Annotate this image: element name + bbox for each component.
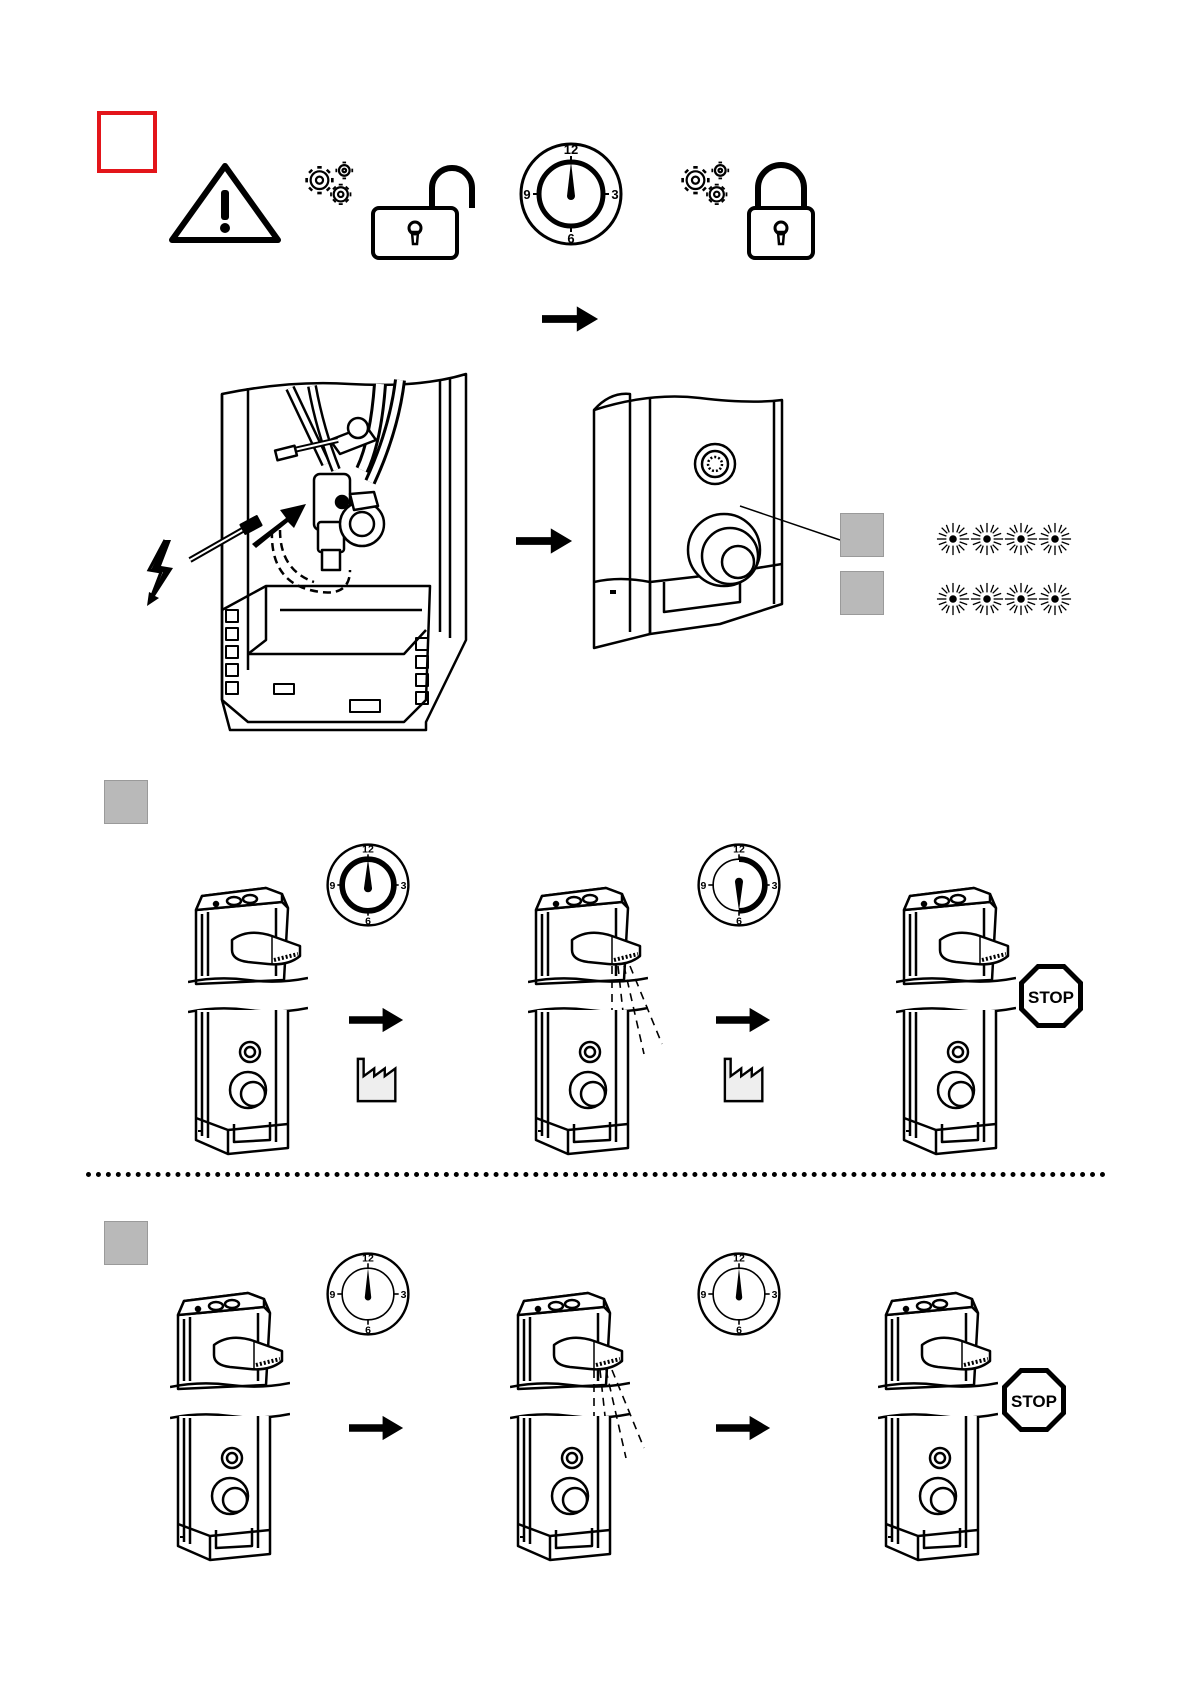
dial-label-12: 12 [733,844,745,856]
factory-icon [355,1056,403,1104]
shower-control-illustration [170,1412,290,1562]
dial-label-12: 12 [362,844,374,856]
flashing-led-icon [1004,522,1038,556]
flashing-led-icon [936,582,970,616]
stop-label: STOP [1011,1392,1057,1411]
dial-label-6: 6 [567,231,574,246]
flashing-led-icon [970,582,1004,616]
arrow-right-icon [716,1006,772,1034]
arrow-right-icon [516,526,574,556]
warning-icon [168,162,283,244]
flashing-led-icon [970,522,1004,556]
shower-head-illustration [896,880,1016,990]
dial-label-6: 6 [736,1325,742,1337]
factory-icon [722,1056,770,1104]
padlock-open-icon [370,158,472,260]
dial-label-9: 9 [523,187,530,202]
padlock-closed-icon [746,158,816,260]
dial-label-3: 3 [772,1289,778,1301]
lightning-icon [141,538,181,606]
section-b-marker [104,1221,148,1265]
led-row-1 [936,522,1076,558]
dial-icon: 12 3 6 9 [326,1252,410,1336]
dial-label-6: 6 [365,916,371,928]
dial-label-6: 6 [365,1325,371,1337]
shower-head-illustration [188,880,308,990]
shower-control-illustration [896,1006,1016,1156]
dial-label-9: 9 [330,1289,336,1301]
dial-label-3: 3 [611,187,618,202]
shower-control-illustration [878,1412,998,1562]
led-row-2 [936,582,1076,618]
arrow-right-icon [349,1414,405,1442]
flashing-led-icon [1038,582,1072,616]
arrow-right-icon [349,1006,405,1034]
dial-label-3: 3 [772,880,778,892]
dial-icon: 12 3 6 9 [697,843,781,927]
unit-front-illustration [590,386,800,656]
gears-icon [300,158,362,213]
flashing-led-icon [1004,582,1038,616]
unit-open-illustration [190,370,480,740]
dial-label-3: 3 [401,880,407,892]
dial-label-12: 12 [733,1253,745,1265]
dial-icon: 12 3 6 9 [697,1252,781,1336]
gears-icon [676,158,738,213]
dial-label-9: 9 [701,880,707,892]
dial-label-6: 6 [736,916,742,928]
stop-icon: STOP [1000,1366,1068,1434]
shower-control-illustration [510,1412,630,1562]
shower-head-illustration [170,1285,290,1395]
mode-indicator-box-2 [840,571,884,615]
shower-control-illustration [188,1006,308,1156]
arrow-right-icon [716,1414,772,1442]
dial-label-9: 9 [330,880,336,892]
mode-indicator-box-1 [840,513,884,557]
step-marker-box [97,111,157,173]
section-a-marker [104,780,148,824]
dial-label-9: 9 [701,1289,707,1301]
arrow-right-icon [542,304,600,334]
dial-icon: 12 3 6 9 [519,142,623,246]
stop-icon: STOP [1017,962,1085,1030]
dial-label-12: 12 [362,1253,374,1265]
shower-control-illustration [528,1006,648,1156]
dial-label-3: 3 [401,1289,407,1301]
flashing-led-icon [936,522,970,556]
dial-icon: 12 3 6 9 [326,843,410,927]
shower-head-illustration [878,1285,998,1395]
flashing-led-icon [1038,522,1072,556]
dial-label-12: 12 [564,142,578,157]
section-divider [86,1172,1106,1177]
stop-label: STOP [1028,988,1074,1007]
